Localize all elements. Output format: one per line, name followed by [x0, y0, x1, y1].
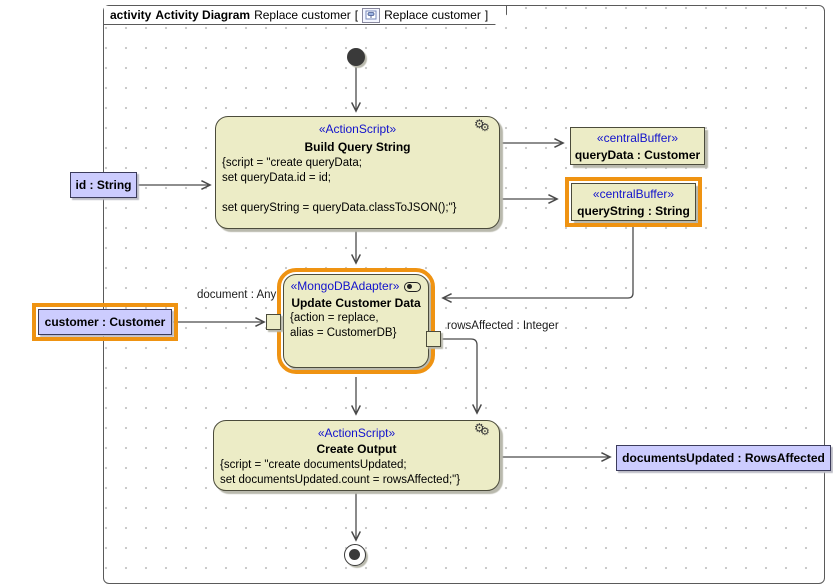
- activity-final-node[interactable]: [344, 544, 366, 566]
- central-buffer-querystring[interactable]: «centralBuffer» queryString : String: [565, 177, 702, 227]
- buffer-label: queryData : Customer: [574, 148, 701, 162]
- property-line: {action = replace,: [290, 312, 379, 324]
- stereotype-label: «ActionScript»: [318, 122, 397, 136]
- stereotype-row: «MongoDBAdapter»: [284, 278, 428, 295]
- stereotype-label: «centralBuffer»: [592, 187, 675, 201]
- output-pin-rowsaffected[interactable]: [426, 331, 441, 347]
- script-line: set queryString = queryData.classToJSON(…: [222, 202, 457, 214]
- header-diagram-name: Replace customer: [254, 8, 351, 22]
- property-line: alias = CustomerDB}: [290, 327, 397, 339]
- header-kind-label: activity: [110, 8, 152, 22]
- node-title: Build Query String: [304, 140, 411, 154]
- object-customer[interactable]: customer : Customer: [32, 303, 178, 341]
- central-buffer-querydata[interactable]: «centralBuffer» queryData : Customer: [570, 127, 705, 165]
- stereotype-label: «ActionScript»: [317, 426, 396, 440]
- object-label: id : String: [75, 178, 132, 192]
- header-bracket-open: [: [354, 8, 359, 22]
- script-line: {script = "create documentsUpdated;: [220, 459, 407, 471]
- pin-label-document: document : Any: [197, 289, 277, 301]
- buffer-label: queryString : String: [577, 204, 690, 218]
- final-node-core: [349, 549, 360, 560]
- object-id-string[interactable]: id : String: [70, 172, 137, 198]
- header-ref-name: Replace customer: [384, 8, 481, 22]
- gears-icon: ⚙⚙: [474, 421, 490, 438]
- script-line: {script = "create queryData;: [222, 157, 362, 169]
- stereotype-label: «MongoDBAdapter»: [290, 279, 400, 293]
- header-bracket-close: ]: [484, 8, 489, 22]
- pin-label-rowsaffected: rowsAffected : Integer: [447, 320, 559, 332]
- action-build-query-string[interactable]: «ActionScript» Build Query String {scrip…: [215, 116, 500, 229]
- node-title: Create Output: [316, 442, 397, 456]
- adapter-icon: [404, 281, 422, 292]
- header-type-label: Activity Diagram: [155, 8, 251, 22]
- action-update-customer-data[interactable]: «MongoDBAdapter» Update Customer Data {a…: [277, 268, 435, 374]
- object-documentsupdated[interactable]: documentsUpdated : RowsAffected: [616, 445, 831, 471]
- initial-node[interactable]: [347, 48, 365, 66]
- activity-diagram-icon: [362, 7, 381, 23]
- script-line: set documentsUpdated.count = rowsAffecte…: [220, 474, 461, 486]
- script-line: [216, 186, 499, 201]
- object-label: documentsUpdated : RowsAffected: [622, 451, 825, 465]
- action-create-output[interactable]: «ActionScript» Create Output {script = "…: [213, 420, 500, 491]
- node-title: Update Customer Data: [291, 296, 421, 310]
- script-line: set queryData.id = id;: [222, 172, 331, 184]
- input-pin-document[interactable]: [266, 314, 281, 330]
- diagram-header-tab[interactable]: activity Activity Diagram Replace custom…: [104, 6, 507, 25]
- gears-icon: ⚙⚙: [474, 117, 490, 134]
- object-label: customer : Customer: [44, 315, 166, 329]
- stereotype-label: «centralBuffer»: [596, 131, 679, 145]
